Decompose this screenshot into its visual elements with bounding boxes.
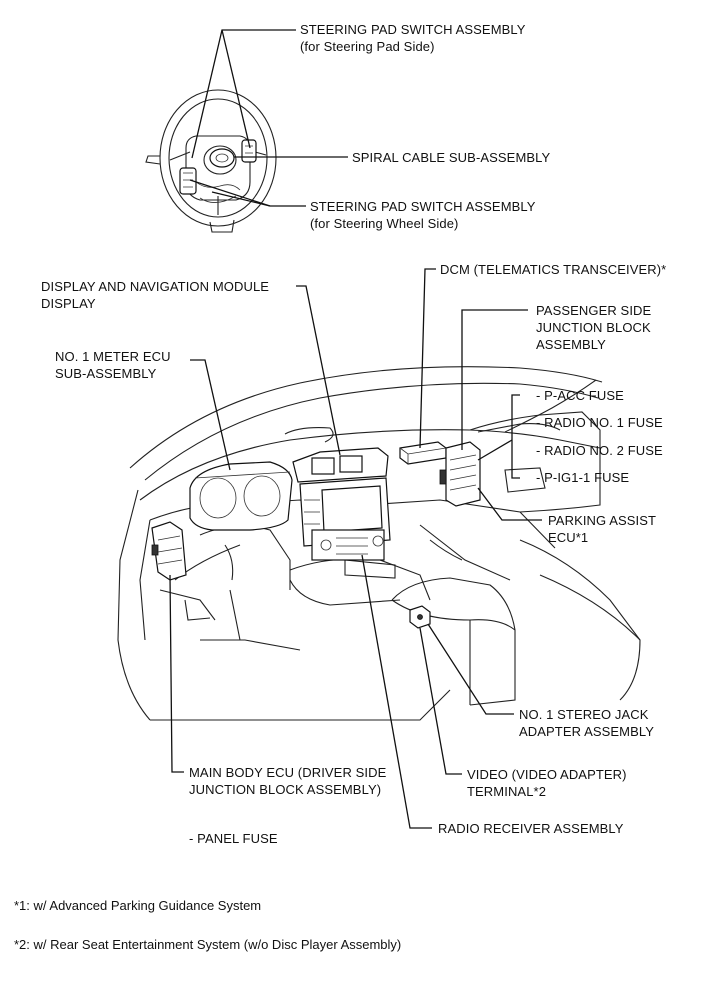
- label-text: DCM (TELEMATICS TRANSCEIVER)*: [440, 262, 667, 277]
- label-text: (for Steering Wheel Side): [310, 216, 459, 231]
- label-text: STEERING PAD SWITCH ASSEMBLY: [310, 199, 536, 214]
- label-text: NO. 1 METER ECU: [55, 349, 171, 364]
- label-passenger-junction-block: PASSENGER SIDE JUNCTION BLOCK ASSEMBLY: [536, 302, 651, 353]
- label-fuse-radio-2: - RADIO NO. 2 FUSE: [536, 442, 663, 459]
- label-text: ASSEMBLY: [536, 337, 606, 352]
- label-text: PARKING ASSIST: [548, 513, 657, 528]
- label-stereo-jack-adapter: NO. 1 STEREO JACK ADAPTER ASSEMBLY: [519, 706, 654, 740]
- label-dcm: DCM (TELEMATICS TRANSCEIVER)*: [440, 261, 666, 278]
- leader-lines: [169, 29, 542, 829]
- label-steering-pad-switch-pad-side: STEERING PAD SWITCH ASSEMBLY (for Steeri…: [300, 21, 526, 55]
- label-steering-pad-switch-wheel-side: STEERING PAD SWITCH ASSEMBLY (for Steeri…: [310, 198, 536, 232]
- label-fuse-p-acc: - P-ACC FUSE: [536, 387, 624, 404]
- label-text: - RADIO NO. 1 FUSE: [536, 415, 663, 430]
- label-display-nav-module: DISPLAY AND NAVIGATION MODULE DISPLAY: [41, 278, 269, 312]
- label-video-terminal: VIDEO (VIDEO ADAPTER) TERMINAL*2: [467, 766, 627, 800]
- display-nav-illustration: [292, 447, 391, 561]
- label-text: DISPLAY: [41, 296, 96, 311]
- label-text: SPIRAL CABLE SUB-ASSEMBLY: [352, 150, 551, 165]
- label-panel-fuse: - PANEL FUSE: [189, 830, 278, 847]
- label-text: - RADIO NO. 2 FUSE: [536, 443, 663, 458]
- label-text: MAIN BODY ECU (DRIVER SIDE: [189, 765, 387, 780]
- label-text: SUB-ASSEMBLY: [55, 366, 157, 381]
- label-text: - P-IG1-1 FUSE: [536, 470, 630, 485]
- steering-wheel-illustration: [145, 89, 277, 233]
- label-text: NO. 1 STEREO JACK: [519, 707, 649, 722]
- label-parking-assist-ecu: PARKING ASSIST ECU*1: [548, 512, 656, 546]
- label-text: DISPLAY AND NAVIGATION MODULE: [41, 279, 270, 294]
- meter-ecu-illustration: [189, 461, 293, 531]
- label-radio-receiver: RADIO RECEIVER ASSEMBLY: [438, 820, 624, 837]
- label-fuse-p-ig1-1: - P-IG1-1 FUSE: [536, 469, 629, 486]
- label-meter-ecu: NO. 1 METER ECU SUB-ASSEMBLY: [55, 348, 171, 382]
- label-text: - PANEL FUSE: [189, 831, 278, 846]
- label-text: (for Steering Pad Side): [300, 39, 435, 54]
- label-text: JUNCTION BLOCK: [536, 320, 651, 335]
- label-text: VIDEO (VIDEO ADAPTER): [467, 767, 627, 782]
- passenger-junction-block-illustration: [439, 441, 481, 507]
- label-text: JUNCTION BLOCK ASSEMBLY): [189, 782, 382, 797]
- dashboard-illustration: [117, 366, 641, 721]
- label-fuse-radio-1: - RADIO NO. 1 FUSE: [536, 414, 663, 431]
- footnote-2: *2: w/ Rear Seat Entertainment System (w…: [14, 937, 402, 952]
- label-spiral-cable: SPIRAL CABLE SUB-ASSEMBLY: [352, 149, 550, 166]
- label-text: TERMINAL*2: [467, 784, 547, 799]
- label-text: STEERING PAD SWITCH ASSEMBLY: [300, 22, 526, 37]
- stereo-jack-illustration: [409, 605, 431, 629]
- label-text: ADAPTER ASSEMBLY: [519, 724, 655, 739]
- label-text: ECU*1: [548, 530, 589, 545]
- label-text: PASSENGER SIDE: [536, 303, 652, 318]
- dcm-illustration: [399, 441, 447, 465]
- footnote-1: *1: w/ Advanced Parking Guidance System: [14, 898, 262, 913]
- label-text: - P-ACC FUSE: [536, 388, 624, 403]
- label-main-body-ecu: MAIN BODY ECU (DRIVER SIDE JUNCTION BLOC…: [189, 764, 386, 798]
- label-text: RADIO RECEIVER ASSEMBLY: [438, 821, 624, 836]
- main-body-ecu-illustration: [151, 521, 187, 581]
